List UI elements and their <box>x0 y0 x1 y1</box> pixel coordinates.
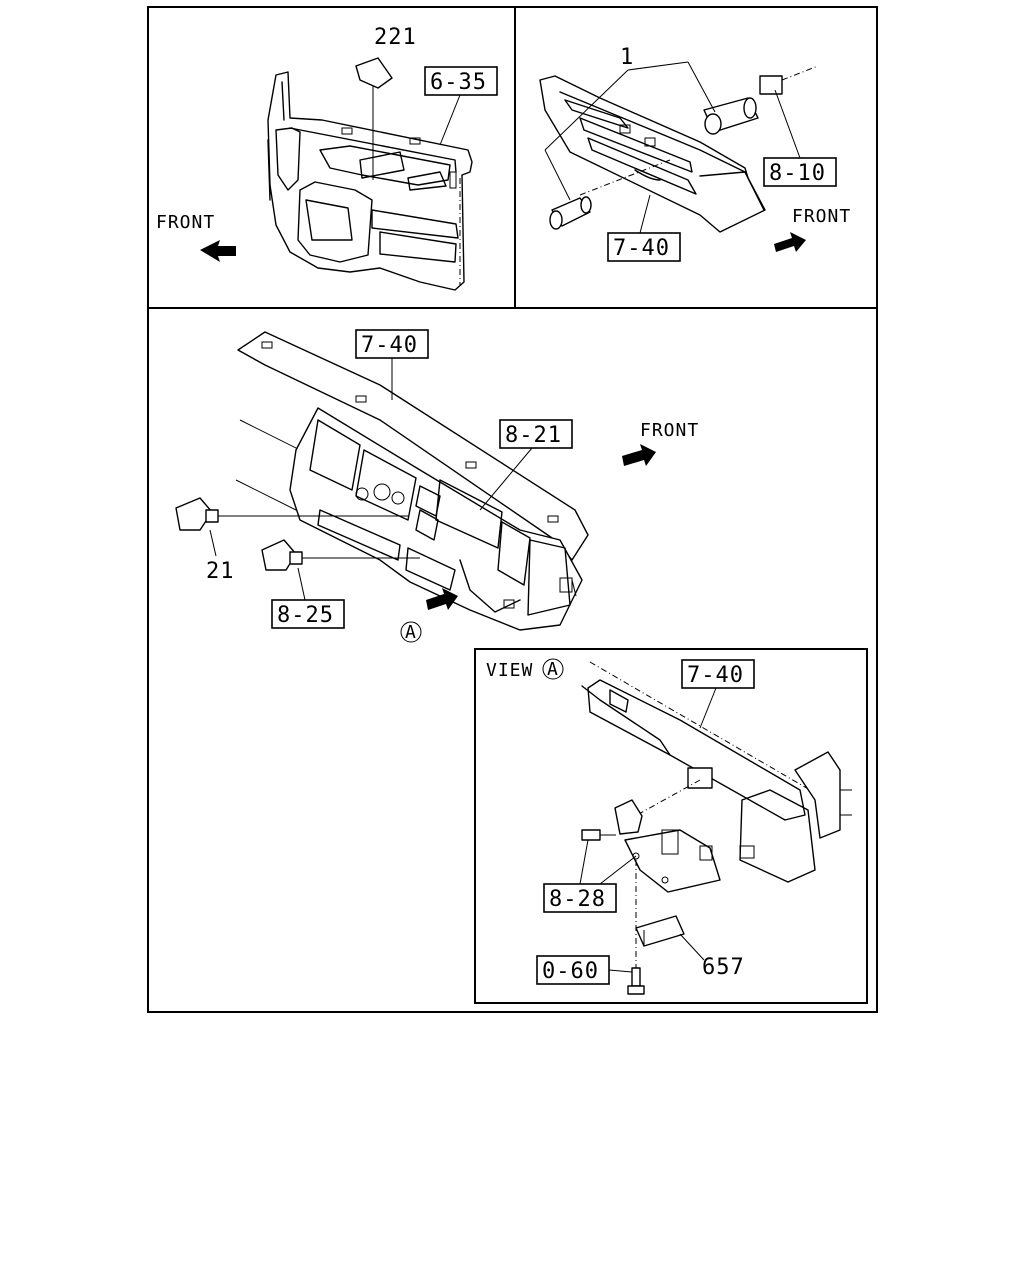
ref-box-7-40-dashboard-label: 7-40 <box>361 333 418 358</box>
ref-box-7-40-console-label: 7-40 <box>613 236 670 261</box>
right-bracket <box>794 751 841 839</box>
view-a-panel: VIEW A 8-28 <box>474 648 868 1004</box>
ref-box-8-21 <box>499 419 573 449</box>
dashboard-panel: 21 8-25 7-40 8-21 FRONT A <box>175 329 699 643</box>
dashboard-vent-center <box>355 449 417 521</box>
view-a-title-circle <box>542 658 564 680</box>
ref-box-8-28 <box>543 883 617 913</box>
ref-box-7-40-console <box>607 232 681 262</box>
mount-bracket-plate <box>624 829 721 893</box>
ref-box-6-35-label: 6-35 <box>430 70 487 95</box>
ref-box-8-28-label: 8-28 <box>549 887 606 912</box>
beam-collar <box>687 767 713 789</box>
dashboard-gauge-cluster <box>435 479 503 549</box>
bracket-screw <box>581 829 601 841</box>
part-8-10-block <box>759 75 783 95</box>
ref-box-7-40-view <box>681 659 755 689</box>
view-a-frame <box>474 648 868 1004</box>
ref-box-6-35 <box>424 66 498 96</box>
dashboard-top-beam <box>237 331 589 561</box>
door-front-label: FRONT <box>156 212 215 233</box>
view-a-title-marker: A <box>547 659 559 680</box>
dashboard-front-label: FRONT <box>640 420 699 441</box>
part-657-label: 657 <box>702 955 745 980</box>
cross-beam-tube <box>587 679 806 821</box>
outer-frame <box>147 6 878 1013</box>
ref-box-7-40-dashboard <box>355 329 429 359</box>
mount-bracket-small <box>614 799 643 835</box>
view-a-arrow-icon <box>426 588 458 610</box>
ref-box-0-60 <box>536 955 610 985</box>
view-a-title: VIEW <box>486 660 533 681</box>
ref-box-8-21-label: 8-21 <box>505 423 562 448</box>
door-front-arrow-icon <box>200 240 236 262</box>
view-a-marker-circle <box>400 621 422 643</box>
part-1-label: 1 <box>620 45 634 70</box>
ref-box-8-10-label: 8-10 <box>769 161 826 186</box>
dashboard-vent-left <box>309 419 361 491</box>
console-front-arrow-icon <box>774 232 806 252</box>
part-21-label: 21 <box>206 559 235 584</box>
console-panel: 1 8-10 7-40 FRONT <box>539 45 851 262</box>
part-221-cover <box>355 57 393 89</box>
console-front-label: FRONT <box>792 206 851 227</box>
bolt-0-60 <box>631 967 641 987</box>
door-panel: 221 6-35 FRONT <box>156 25 498 291</box>
part-657-module <box>635 915 685 947</box>
ref-box-0-60-label: 0-60 <box>542 959 599 984</box>
door-trim-outline <box>267 71 473 291</box>
dashboard-front-arrow-icon <box>622 444 656 466</box>
ref-box-7-40-view-label: 7-40 <box>687 663 744 688</box>
part-221-label: 221 <box>374 25 417 50</box>
ref-box-8-25 <box>271 599 345 629</box>
view-a-marker-label: A <box>405 622 417 643</box>
lower-right-bracket <box>739 789 816 883</box>
ref-box-8-25-label: 8-25 <box>277 603 334 628</box>
